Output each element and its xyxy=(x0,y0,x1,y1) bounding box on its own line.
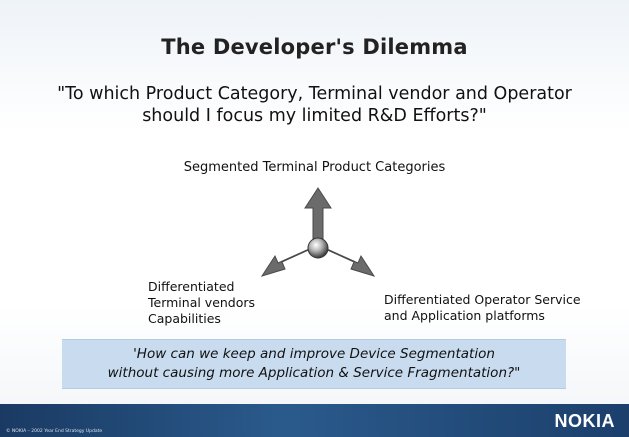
left-label-line-2: Terminal vendors xyxy=(148,295,256,310)
left-label-line-1: Differentiated xyxy=(148,279,235,294)
arrow-up xyxy=(304,187,332,243)
right-axis-label: Differentiated Operator Service and Appl… xyxy=(384,292,614,324)
left-label-line-3: Capabilities xyxy=(148,311,221,326)
developer-question: "To which Product Category, Terminal ven… xyxy=(57,84,572,126)
quote-text: 'How can we keep and improve Device Segm… xyxy=(62,345,566,383)
hub-sphere xyxy=(307,237,329,259)
left-axis-label: Differentiated Terminal vendors Capabili… xyxy=(148,279,278,327)
arrow-down-right xyxy=(322,247,376,277)
top-axis-label: Segmented Terminal Product Categories xyxy=(183,160,446,175)
footer-bar: © NOKIA – 2002 Year End Strategy Update … xyxy=(0,404,629,437)
footer-copyright: © NOKIA – 2002 Year End Strategy Update xyxy=(6,429,103,434)
quote-box: 'How can we keep and improve Device Segm… xyxy=(62,339,566,389)
arrow-down-left xyxy=(260,247,314,277)
quote-line-2: without causing more Application & Servi… xyxy=(107,365,521,381)
right-label-line-2: and Application platforms xyxy=(384,308,545,323)
right-label-line-1: Differentiated Operator Service xyxy=(384,292,581,307)
nokia-logo: NOKIA xyxy=(554,411,615,431)
quote-line-1: 'How can we keep and improve Device Segm… xyxy=(133,346,495,362)
slide-title: The Developer's Dilemma xyxy=(161,35,468,59)
